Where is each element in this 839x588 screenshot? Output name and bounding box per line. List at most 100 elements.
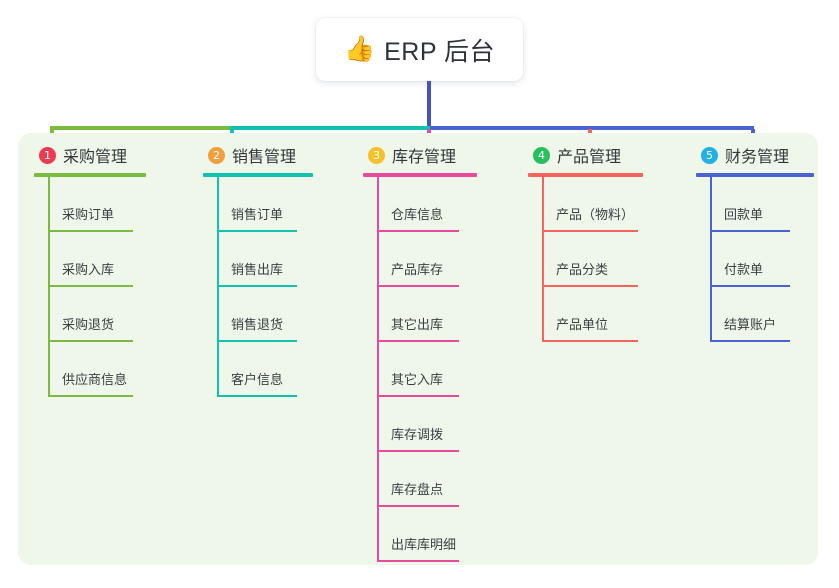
branch-item[interactable]: 回款单: [696, 177, 814, 232]
thumbs-up-icon: 👍: [343, 35, 376, 63]
branch-number-badge: 4: [533, 146, 550, 164]
branch-column-1: 1 采购管理采购订单采购入库采购退货供应商信息: [34, 143, 146, 397]
root-node-card[interactable]: 👍 ERP 后台: [316, 18, 523, 81]
branch-item-underline: [217, 395, 297, 397]
branch-item-list: 仓库信息产品库存其它出库其它入库库存调拨库存盘点出库库明细: [363, 177, 477, 562]
branch-underline: [528, 173, 643, 177]
branch-number-badge: 5: [701, 146, 718, 164]
branch-item-underline: [377, 450, 459, 452]
branch-title: 销售管理: [232, 149, 297, 166]
branch-item-underline: [217, 285, 297, 287]
branch-item[interactable]: 采购退货: [34, 287, 146, 342]
branch-item-underline: [710, 285, 790, 287]
bar-blue: [430, 126, 754, 130]
branch-title: 库存管理: [392, 149, 457, 166]
branch-number-badge: 2: [208, 146, 225, 164]
root-node-content: 👍 ERP 后台: [344, 32, 495, 68]
branch-header-1[interactable]: 1 采购管理: [34, 143, 146, 167]
branch-column-2: 2 销售管理销售订单销售出库销售退货客户信息: [203, 143, 313, 397]
branch-header-2[interactable]: 2 销售管理: [203, 143, 313, 167]
branch-header-4[interactable]: 4 产品管理: [528, 143, 643, 167]
branch-item-label: 采购退货: [62, 317, 115, 332]
branch-item-label: 库存盘点: [391, 482, 444, 497]
branch-column-4: 4 产品管理产品（物料） 产品分类产品单位: [528, 143, 643, 342]
branch-item[interactable]: 产品单位: [528, 287, 643, 342]
branch-item[interactable]: 产品库存: [363, 232, 477, 287]
branch-item[interactable]: 库存调拨: [363, 397, 477, 452]
bar-teal: [230, 126, 430, 130]
branch-item[interactable]: 客户信息: [203, 342, 313, 397]
branch-header-3[interactable]: 3 库存管理: [363, 143, 477, 167]
branch-number-badge: 1: [39, 146, 56, 164]
root-node-title: ERP 后台: [384, 37, 496, 66]
branch-item-underline: [377, 285, 459, 287]
branch-item[interactable]: 销售出库: [203, 232, 313, 287]
branch-item[interactable]: 采购入库: [34, 232, 146, 287]
branch-item-list: 产品（物料） 产品分类产品单位: [528, 177, 643, 342]
branch-item-underline: [48, 285, 133, 287]
branch-item-underline: [710, 230, 790, 232]
branch-panel: [18, 133, 818, 565]
branch-item-underline: [542, 230, 638, 232]
branch-underline: [203, 173, 313, 177]
branch-underline: [696, 173, 814, 177]
branch-item-label: 结算账户: [724, 317, 777, 332]
branch-item-label: 销售出库: [231, 262, 284, 277]
branch-item-underline: [377, 340, 459, 342]
branch-item-underline: [542, 340, 638, 342]
branch-item-label: 出库库明细: [391, 537, 457, 552]
branch-item-underline: [377, 505, 459, 507]
branch-item[interactable]: 销售订单: [203, 177, 313, 232]
branch-item-underline: [377, 560, 459, 562]
branch-item-underline: [217, 230, 297, 232]
branch-item[interactable]: 采购订单: [34, 177, 146, 232]
branch-item[interactable]: 销售退货: [203, 287, 313, 342]
branch-item[interactable]: 出库库明细: [363, 507, 477, 562]
branch-item[interactable]: 产品分类: [528, 232, 643, 287]
branch-item-label: 库存调拨: [391, 427, 444, 442]
branch-item-underline: [48, 230, 133, 232]
branch-item-label: 供应商信息: [62, 372, 128, 387]
branch-item-label: 产品单位: [556, 317, 609, 332]
branch-item-label: 其它出库: [391, 317, 444, 332]
branch-item-label: 产品（物料）: [556, 207, 635, 222]
branch-column-3: 3 库存管理仓库信息产品库存其它出库其它入库库存调拨库存盘点出库库明细: [363, 143, 477, 562]
branch-underline: [363, 173, 477, 177]
branch-item[interactable]: 其它出库: [363, 287, 477, 342]
branch-number-badge: 3: [368, 146, 385, 164]
branch-title: 采购管理: [63, 149, 128, 166]
branch-item-underline: [542, 285, 638, 287]
branch-item[interactable]: 结算账户: [696, 287, 814, 342]
branch-item-label: 付款单: [724, 262, 764, 277]
branch-item-label: 销售退货: [231, 317, 284, 332]
branch-item-label: 销售订单: [231, 207, 284, 222]
branch-item-underline: [710, 340, 790, 342]
branch-spine: [377, 177, 379, 562]
branch-spine: [542, 177, 544, 342]
branch-spine: [217, 177, 219, 397]
root-stem-connector: [427, 81, 431, 128]
branch-item-label: 采购订单: [62, 207, 115, 222]
branch-item[interactable]: 供应商信息: [34, 342, 146, 397]
branch-item[interactable]: 付款单: [696, 232, 814, 287]
branch-item[interactable]: 其它入库: [363, 342, 477, 397]
branch-title: 产品管理: [557, 149, 622, 166]
branch-item-underline: [48, 340, 133, 342]
branch-item-underline: [217, 340, 297, 342]
branch-item-label: 回款单: [724, 207, 764, 222]
branch-item[interactable]: 仓库信息: [363, 177, 477, 232]
branch-item[interactable]: 产品（物料）: [528, 177, 643, 232]
branch-title: 财务管理: [725, 149, 790, 166]
branch-spine: [710, 177, 712, 342]
branch-item-label: 产品库存: [391, 262, 444, 277]
branch-item-underline: [48, 395, 133, 397]
branch-header-5[interactable]: 5 财务管理: [696, 143, 814, 167]
branch-item-label: 客户信息: [231, 372, 284, 387]
bar-green: [50, 126, 230, 130]
branch-spine: [48, 177, 50, 397]
branch-item[interactable]: 库存盘点: [363, 452, 477, 507]
branch-item-underline: [377, 230, 459, 232]
branch-column-5: 5 财务管理回款单付款单结算账户: [696, 143, 814, 342]
branch-item-label: 仓库信息: [391, 207, 444, 222]
